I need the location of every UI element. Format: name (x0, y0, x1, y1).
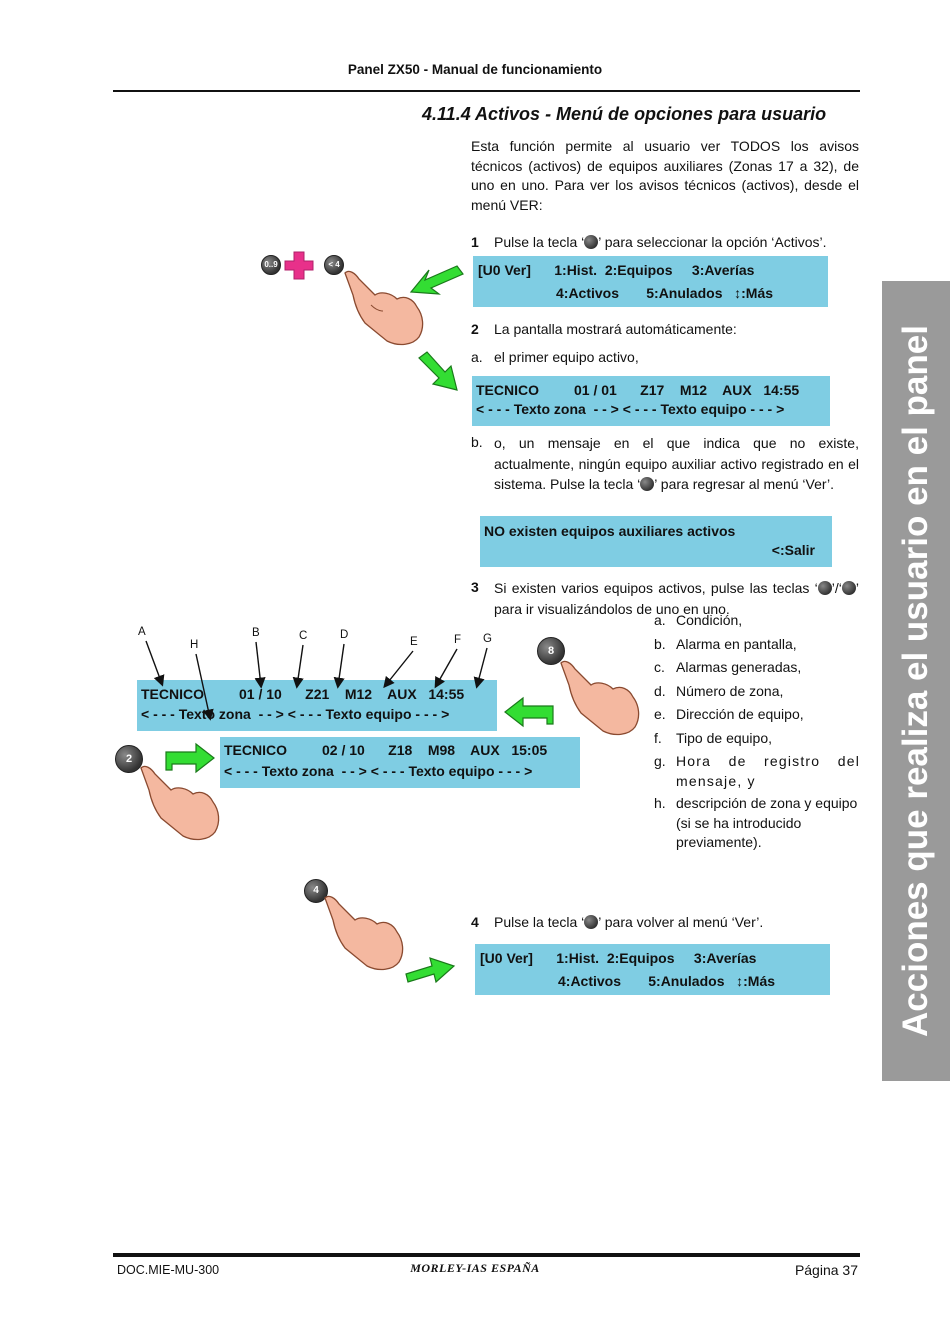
lcd-example-1: TECNICO 01 / 10 Z21 M12 AUX 14:55 < - - … (137, 680, 497, 731)
step-3-number: 3 (471, 579, 479, 595)
key-4-icon (640, 477, 655, 491)
hand-icon (140, 765, 220, 841)
step-2a-text: el primer equipo activo, (494, 349, 639, 365)
callout-a: A (138, 626, 146, 638)
key-0-9-icon: 0..9 (261, 255, 281, 275)
callout-b: B (252, 627, 260, 639)
lcd-line-1: [U0 Ver] 1:Hist. 2:Equipos 3:Averías (478, 262, 755, 278)
lcd-line-1: [U0 Ver] 1:Hist. 2:Equipos 3:Averías (480, 950, 757, 966)
lcd-line-1: NO existen equipos auxiliares activos (484, 523, 736, 539)
callout-d-line (333, 643, 345, 689)
callout-b-line (254, 641, 266, 689)
hand-icon (344, 270, 424, 346)
hand-icon (560, 660, 640, 736)
footer-rule (113, 1253, 860, 1257)
list-item: a.Condición, (654, 612, 743, 628)
side-tab-label: Acciones que realiza el usuario en el pa… (896, 325, 935, 1037)
lcd-first-device: TECNICO 01 / 01 Z17 M12 AUX 14:55 < - - … (472, 376, 830, 426)
list-item: e.Dirección de equipo, (654, 706, 804, 722)
key-8-icon: 8 (537, 637, 565, 665)
lcd-line-2: < - - - Texto zona - - > < - - - Texto e… (224, 763, 533, 779)
plus-icon (284, 251, 314, 280)
lcd-line-2: < - - - Texto zona - - > < - - - Texto e… (141, 706, 450, 722)
step-2b-letter: b. (471, 434, 483, 450)
list-item: g.Hora de registro del mensaje, y (654, 753, 860, 789)
step-2-text: La pantalla mostrará automáticamente: (494, 321, 737, 337)
section-title: 4.11.4 Activos - Menú de opciones para u… (422, 104, 827, 124)
step-1-text: Pulse la tecla ‘’ para seleccionar la op… (494, 234, 827, 250)
list-item: h.descripción de zona y equipo (si se ha… (654, 795, 858, 850)
lcd-line-1: TECNICO 02 / 10 Z18 M98 AUX 15:05 (224, 742, 548, 758)
callout-g-line (473, 647, 488, 689)
arrow-left-down-icon (409, 265, 464, 295)
intro-paragraph: Esta función permite al usuario ver TODO… (471, 138, 859, 213)
step-1-number: 1 (471, 234, 479, 250)
footer-page-number: Página 37 (794, 1262, 858, 1278)
step-4-text: Pulse la tecla ‘’ para volver al menú ‘V… (494, 914, 764, 930)
callout-e: E (410, 636, 418, 648)
step-2b-text: o, un mensaje en el que indica que no ex… (494, 435, 859, 492)
lcd-line-2: 4:Activos 5:Anulados ↕:Más (556, 285, 774, 301)
key-2-icon (841, 581, 856, 595)
key-2-icon: 2 (115, 745, 143, 773)
callout-h: H (190, 639, 199, 651)
header-rule (113, 90, 860, 92)
list-item: b.Alarma en pantalla, (654, 635, 797, 652)
arrow-left-icon (504, 696, 554, 728)
callout-c: C (299, 630, 308, 642)
callout-d: D (340, 629, 349, 641)
key-4-icon: 4 (304, 879, 328, 903)
key-4-icon: < 4 (324, 255, 344, 275)
footer-doc-id: DOC.MIE-MU-300 (117, 1263, 220, 1277)
lcd-menu-ver: [U0 Ver] 1:Hist. 2:Equipos 3:Averías 4:A… (473, 256, 828, 307)
lcd-line-2: <:Salir (771, 542, 815, 558)
lcd-line-1: TECNICO 01 / 01 Z17 M12 AUX 14:55 (476, 382, 800, 398)
legend-list: a.Condición, b.Alarma en pantalla, c.Ala… (654, 611, 860, 854)
step-3-text: Si existen varios equipos activos, pulse… (494, 580, 859, 617)
key-8-icon (817, 581, 832, 595)
list-item: f.Tipo de equipo, (654, 729, 772, 746)
lcd-menu-ver-2: [U0 Ver] 1:Hist. 2:Equipos 3:Averías 4:A… (475, 944, 830, 995)
step-2-number: 2 (471, 321, 479, 337)
callout-h-line (195, 653, 214, 721)
callout-e-line (383, 650, 414, 689)
arrow-right-icon (165, 742, 215, 774)
list-item: c.Alarmas generadas, (654, 659, 802, 675)
side-tab: Acciones que realiza el usuario en el pa… (882, 281, 950, 1081)
footer-company: MORLEY-IAS ESPAÑA (410, 1261, 540, 1275)
step-2a-letter: a. (471, 349, 483, 365)
callout-g: G (483, 633, 492, 645)
callout-c-line (292, 644, 304, 689)
list-item: d.Número de zona, (654, 682, 784, 699)
lcd-line-2: 4:Activos 5:Anulados ↕:Más (558, 973, 776, 989)
callout-f: F (454, 634, 462, 646)
hand-icon (324, 895, 404, 971)
key-4-icon (584, 915, 599, 929)
lcd-line-1: TECNICO 01 / 10 Z21 M12 AUX 14:55 (141, 686, 465, 702)
step-4-number: 4 (471, 914, 479, 930)
key-4-icon (584, 235, 599, 249)
callout-f-line (434, 648, 458, 689)
callout-a-line (145, 640, 165, 687)
lcd-line-2: < - - - Texto zona - - > < - - - Texto e… (476, 401, 785, 417)
lcd-example-2: TECNICO 02 / 10 Z18 M98 AUX 15:05 < - - … (220, 737, 580, 788)
page-header: Panel ZX50 - Manual de funcionamiento (347, 62, 603, 77)
lcd-no-devices: NO existen equipos auxiliares activos <:… (480, 516, 832, 567)
arrow-down-right-icon (418, 351, 458, 391)
arrow-right-icon (405, 957, 456, 984)
